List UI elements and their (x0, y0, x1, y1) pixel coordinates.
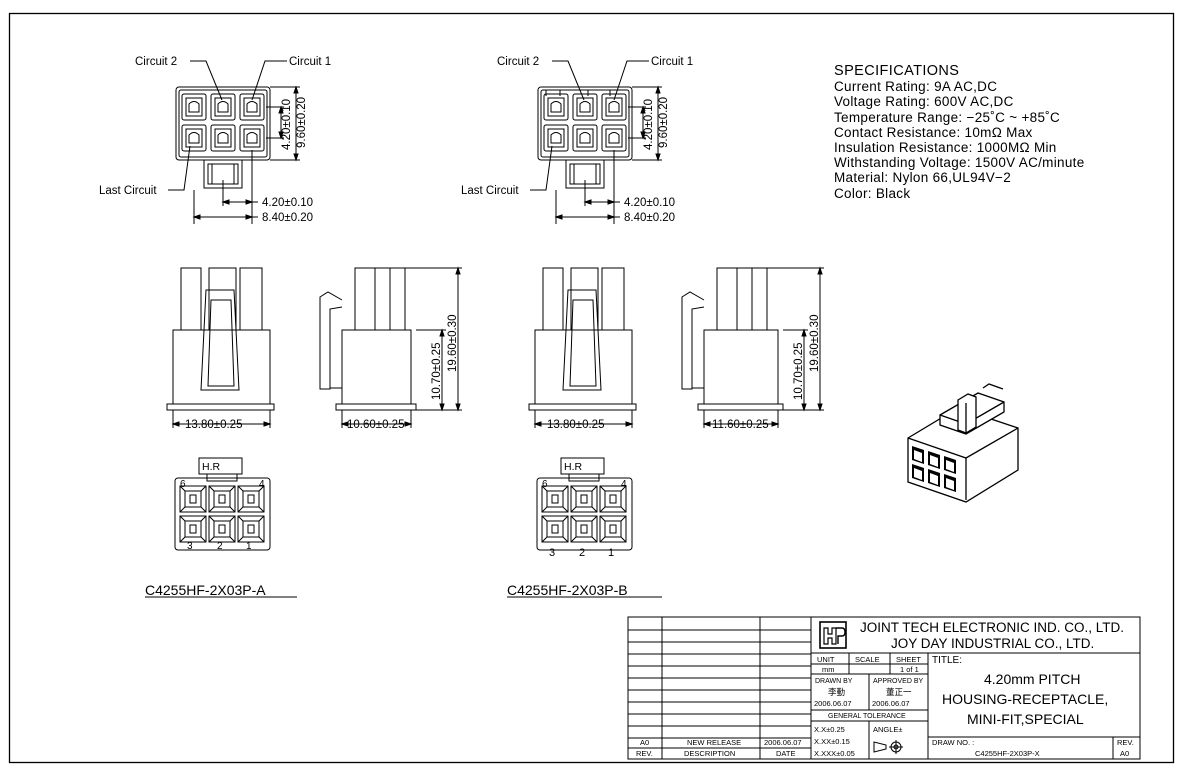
pin-1-b: 1 (608, 547, 614, 559)
company-name-2: JOY DAY INDUSTRIAL CO., LTD. (891, 636, 1094, 651)
unit-value: mm (822, 665, 835, 674)
spec-withstanding-voltage: Withstanding Voltage: 1500V AC/minute (834, 155, 1085, 171)
revision-rev: A0 (640, 738, 649, 747)
company-name-1: JOINT TECH ELECTRONIC IND. CO., LTD. (860, 620, 1124, 635)
view-a-cavities (181, 93, 265, 152)
view-b-front (528, 267, 637, 428)
angle-label: ANGLE± (873, 725, 903, 734)
pin-3-a: 3 (187, 541, 193, 552)
approved-by: 董正一 (886, 687, 912, 697)
spec-color: Color: Black (834, 185, 911, 201)
spec-current-rating: Current Rating: 9A AC,DC (834, 79, 998, 95)
scale-label: SCALE (855, 655, 880, 664)
specifications-block: SPECIFICATIONS Current Rating: 9A AC,DC … (834, 63, 1085, 201)
spec-contact-resistance: Contact Resistance: 10mΩ Max (834, 124, 1033, 140)
revision-col-date: DATE (776, 749, 795, 758)
projection-symbol (873, 740, 903, 754)
draw-no-label: DRAW NO. : (932, 738, 974, 747)
title-label: TITLE: (932, 655, 962, 666)
drawn-by: 李勤 (828, 687, 846, 697)
tolerance-1: X.X±0.25 (814, 725, 845, 734)
view-b-bottom (536, 457, 633, 551)
label-circuit-2-a: Circuit 2 (135, 56, 177, 68)
label-circuit-2-b: Circuit 2 (497, 56, 539, 68)
title-line-1: 4.20mm PITCH (984, 671, 1080, 687)
hr-label-a: H.R (202, 461, 221, 473)
pin-4-a: 4 (259, 479, 265, 490)
dim-height-a: 9.60±0.20 (296, 97, 308, 148)
pin-4-b: 4 (621, 479, 627, 490)
title-block (627, 616, 1141, 760)
pin-2-a: 2 (217, 541, 223, 552)
hr-label-b: H.R (564, 461, 583, 473)
label-circuit-1-b: Circuit 1 (651, 56, 693, 68)
tolerance-3: X.XXX±0.05 (814, 749, 855, 758)
part-number-a: C4255HF-2X03P-A (145, 582, 266, 598)
rev-label: REV. (1117, 738, 1134, 747)
view-a-front (166, 267, 275, 428)
revision-col-desc: DESCRIPTION (684, 749, 735, 758)
unit-label: UNIT (817, 655, 835, 664)
sheet-border (8, 12, 1175, 764)
spec-insulation-resistance: Insulation Resistance: 1000MΩ Min (834, 140, 1057, 156)
isometric-connector-illustration (907, 383, 1019, 503)
draw-no: C4255HF-2X03P-X (975, 749, 1040, 758)
label-circuit-1-a: Circuit 1 (289, 56, 331, 68)
dim-front-width-a: 13.80±0.25 (185, 419, 242, 431)
view-a-face (168, 60, 300, 224)
label-last-circuit-b: Last Circuit (461, 185, 519, 197)
specifications-heading: SPECIFICATIONS (834, 63, 960, 79)
title-line-3: MINI-FIT,SPECIAL (967, 711, 1084, 727)
spec-voltage-rating: Voltage Rating: 600V AC,DC (834, 94, 1014, 110)
dim-side-h2-b: 19.60±0.30 (809, 315, 821, 372)
label-last-circuit-a: Last Circuit (99, 185, 157, 197)
revision-description: NEW RELEASE (687, 738, 741, 747)
dim-side-width-b: 11.60±0.25 (712, 419, 769, 431)
dim-width-a: 8.40±0.20 (262, 212, 313, 224)
drawn-date: 2006.06.07 (814, 699, 852, 708)
approved-by-label: APPROVED BY (873, 678, 924, 685)
pin-6-a: 6 (180, 479, 186, 490)
tolerance-2: X.XX±0.15 (814, 737, 850, 746)
dim-pitch-h-b: 4.20±0.10 (624, 197, 675, 209)
view-b-cavities (543, 93, 627, 152)
dim-width-b: 8.40±0.20 (624, 212, 675, 224)
drawn-by-label: DRAWN BY (815, 678, 853, 685)
approved-date: 2006.06.07 (872, 699, 910, 708)
title-line-2: HOUSING-RECEPTACLE, (942, 691, 1108, 707)
pin-3-b: 3 (549, 547, 555, 559)
revision-date: 2006.06.07 (764, 738, 802, 747)
rev-value: A0 (1120, 749, 1129, 758)
dim-side-h2-a: 19.60±0.30 (447, 315, 459, 372)
spec-material: Material: Nylon 66,UL94V−2 (834, 170, 1012, 186)
sheet-label: SHEET (896, 655, 921, 664)
spec-temperature-range: Temperature Range: −25˚C ~ +85˚C (834, 109, 1061, 125)
company-logo (819, 621, 847, 649)
dim-pitch-h-a: 4.20±0.10 (262, 197, 313, 209)
dim-side-width-a: 10.60±0.25 (347, 419, 404, 431)
revision-col-rev: REV. (636, 749, 653, 758)
view-a-bottom (174, 457, 271, 551)
view-b-face (530, 60, 662, 224)
part-number-b: C4255HF-2X03P-B (507, 582, 628, 598)
pin-6-b: 6 (542, 479, 548, 490)
view-a-side (319, 266, 462, 428)
dim-side-h1-a: 10.70±0.25 (431, 343, 443, 400)
pin-2-b: 2 (579, 547, 585, 559)
view-b-side (681, 266, 824, 428)
dim-pitch-v-a: 4.20±0.10 (281, 99, 293, 150)
tolerance-label: GENERAL TOLERANCE (828, 713, 906, 720)
dim-height-b: 9.60±0.20 (658, 97, 670, 148)
dim-pitch-v-b: 4.20±0.10 (643, 99, 655, 150)
dim-front-width-b: 13.80±0.25 (547, 419, 604, 431)
dim-side-h1-b: 10.70±0.25 (793, 343, 805, 400)
pin-1-a: 1 (246, 541, 252, 552)
sheet-value: 1 of 1 (900, 665, 919, 674)
